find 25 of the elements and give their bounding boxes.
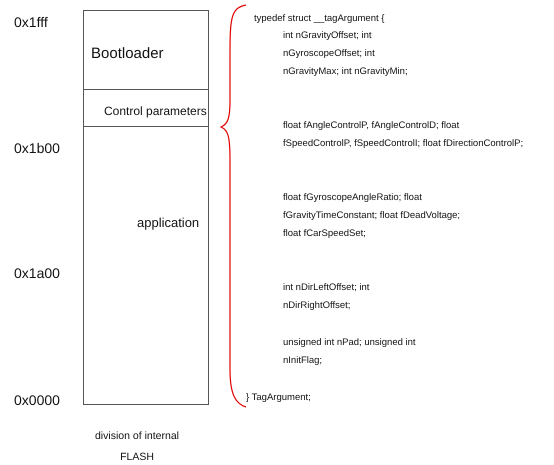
code-line: } TagArgument; [246, 392, 311, 403]
code-line: nGravityMax; int nGravityMin; [283, 66, 408, 77]
code-line: typedef struct __tagArgument { [254, 13, 384, 24]
address-label: 0x1b00 [14, 140, 60, 156]
address-label: 0x0000 [14, 392, 60, 408]
code-line: nGyroscopeOffset; int [283, 48, 375, 59]
code-line: fGravityTimeConstant; float fDeadVoltage; [283, 210, 460, 221]
code-line: float fAngleControlP, fAngleControlD; float [283, 120, 460, 131]
code-line: nInitFlag; [283, 355, 322, 366]
memory-region [83, 10, 209, 90]
region-label: Control parameters [104, 104, 207, 118]
code-line: int nGravityOffset; int [283, 30, 372, 41]
address-label: 0x1a00 [14, 265, 60, 281]
code-line: int nDirLeftOffset; int [283, 282, 370, 293]
code-line: fSpeedControlP, fSpeedControlI; float fDirectionControlP; [283, 138, 524, 149]
memory-region [83, 126, 209, 405]
code-line: nDirRightOffset; [283, 300, 350, 311]
code-line: float fGyroscopeAngleRatio; float [283, 192, 422, 203]
memory-region [83, 89, 209, 127]
address-label: 0x1fff [14, 14, 48, 30]
region-label: Bootloader [91, 45, 164, 62]
code-line: unsigned int nPad; unsigned int [283, 337, 416, 348]
code-line: float fCarSpeedSet; [283, 228, 366, 239]
region-label: application [137, 215, 200, 230]
caption: division of internal FLASH [94, 429, 180, 465]
